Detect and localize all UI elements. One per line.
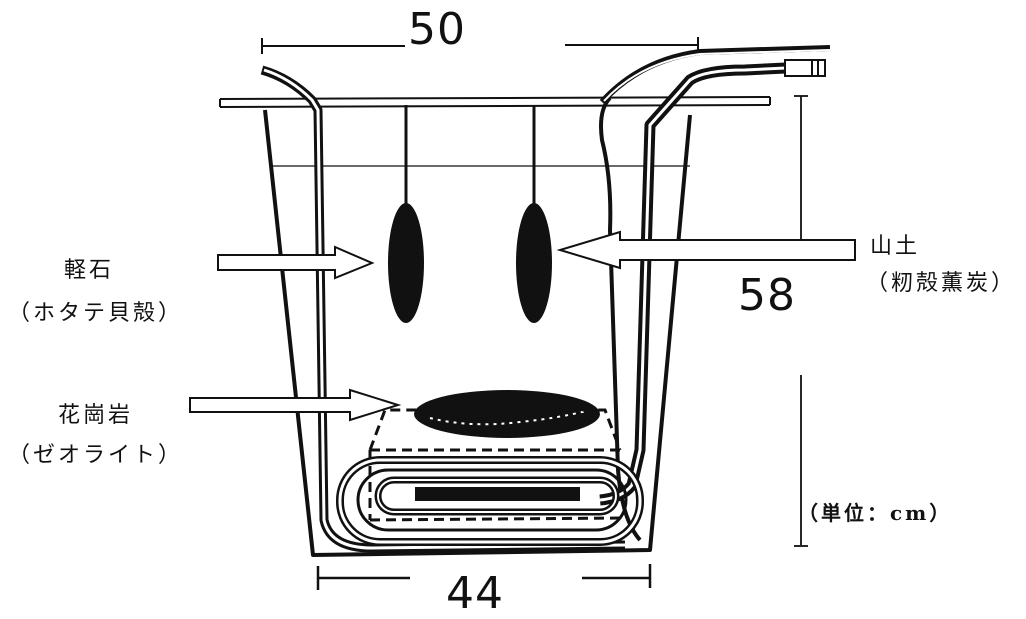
height-label: 58 [738, 270, 796, 321]
granite-label: 花崗岩 [58, 403, 134, 428]
inner-liner-left [260, 65, 626, 553]
container-outer-wall [263, 109, 692, 557]
unit-note: （単位：cm） [798, 501, 953, 525]
inner-liner-left-inner [263, 68, 626, 550]
height-dimension-line [794, 95, 808, 547]
granite-sublabel: （ゼオライト） [8, 443, 184, 468]
pipe-outlet [784, 59, 826, 77]
bottom-dimension-line [316, 564, 652, 590]
granite-highlight [429, 409, 591, 426]
coiled-hose [336, 456, 644, 546]
mountain-soil-sublabel: （籾殻薫炭） [866, 271, 1017, 296]
granite-mass [414, 390, 600, 438]
bottom-width-label: 44 [446, 568, 504, 619]
pumice-label: 軽石 [64, 258, 115, 283]
top-width-label: 50 [408, 4, 466, 55]
mountain-soil-label: 山土 [870, 234, 921, 259]
filter-bag-soil [516, 203, 552, 323]
zeolite-bed [368, 408, 626, 522]
granite-arrow [189, 388, 402, 422]
pumice-sublabel: （ホタテ貝殻） [8, 301, 184, 326]
diffuser-bar [415, 487, 580, 501]
liner-overflap-inner [603, 49, 831, 102]
soil-arrow [556, 230, 856, 270]
top-rail [219, 96, 771, 108]
top-dimension-line [261, 37, 699, 54]
filter-bag-pumice [388, 203, 424, 323]
pumice-arrow [217, 245, 375, 280]
